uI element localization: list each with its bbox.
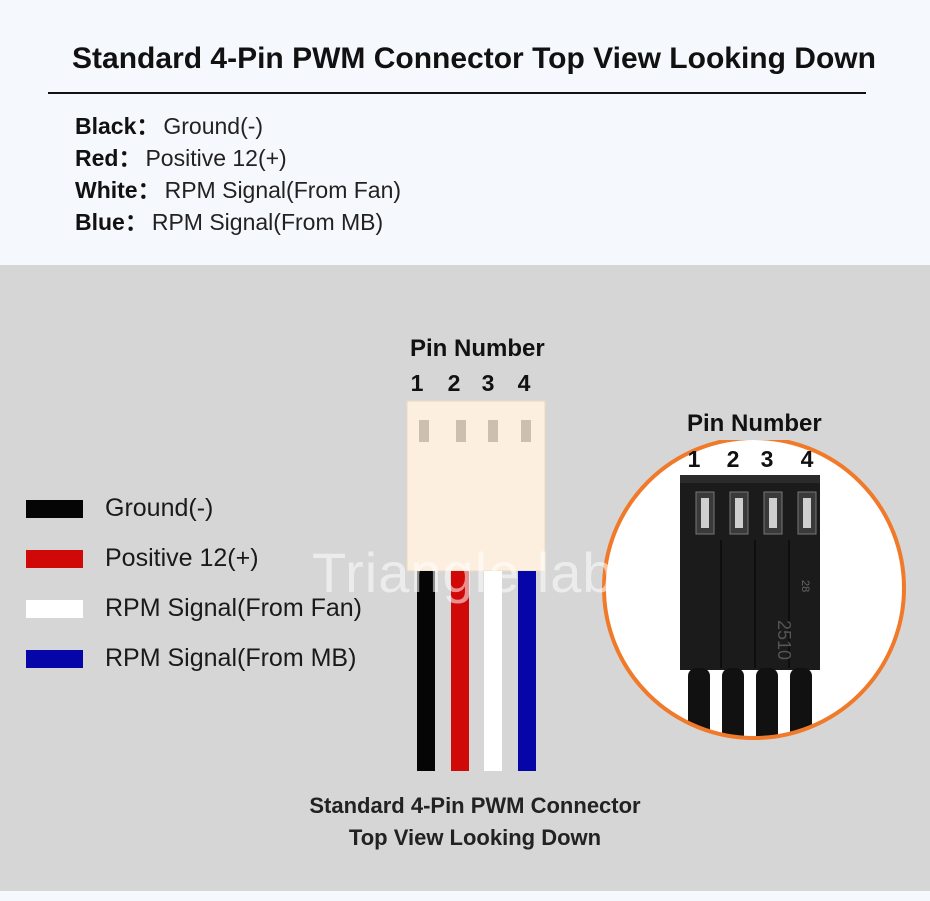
watermark: Triangle lab (312, 541, 615, 604)
legend-row-red: Red：Positive 12(+) (75, 142, 401, 174)
legend-desc: Positive 12(+) (145, 145, 287, 171)
bottom-edge (0, 891, 930, 901)
swatch-label: RPM Signal(From MB) (105, 644, 357, 672)
legend-separator: ： (136, 113, 160, 139)
wire-white (484, 571, 502, 771)
left-pin-heading: Pin Number (410, 335, 545, 362)
swatch-label: RPM Signal(From Fan) (105, 594, 362, 622)
cable (790, 668, 812, 738)
legend-row-black: Black：Ground(-) (75, 110, 401, 142)
legend-row-blue: Blue：RPM Signal(From MB) (75, 206, 401, 238)
swatch-row-rpm-fan: RPM Signal(From Fan) (26, 594, 362, 623)
wire-red (451, 571, 469, 771)
legend-desc: RPM Signal(From MB) (151, 209, 384, 235)
pin-number: 3 (760, 446, 774, 472)
caption-line: Top View Looking Down (348, 825, 602, 850)
swatch-label: Positive 12(+) (105, 544, 259, 572)
connector-marking: 2510 (774, 620, 794, 660)
left-connector (406, 400, 546, 771)
pin-number: 2 (726, 446, 740, 472)
legend-color-name: Black (75, 113, 137, 139)
legend-desc: RPM Signal(From Fan) (164, 177, 402, 203)
swatch-red (26, 549, 83, 568)
swatch-row-rpm-mb: RPM Signal(From MB) (26, 644, 356, 673)
legend-separator: ： (137, 177, 161, 203)
right-pin-heading: Pin Number (687, 410, 822, 437)
legend-color-name: Blue (75, 209, 125, 235)
wire-blue (518, 571, 536, 771)
legend-color-name: White (75, 177, 138, 203)
legend-separator: ： (118, 145, 142, 171)
pin-slot (488, 420, 498, 442)
info-panel: Standard 4-Pin PWM Connector Top View Lo… (0, 0, 930, 265)
page-title: Standard 4-Pin PWM Connector Top View Lo… (72, 42, 876, 75)
pin-slot (521, 420, 531, 442)
legend-row-white: White：RPM Signal(From Fan) (75, 174, 401, 206)
cable (688, 668, 710, 738)
swatch-white (26, 599, 83, 618)
swatch-row-positive: Positive 12(+) (26, 544, 259, 573)
wire-color-legend: Black：Ground(-) Red：Positive 12(+) White… (75, 110, 401, 238)
legend-color-name: Red (75, 145, 119, 171)
swatch-blue (26, 649, 83, 668)
pin-number: 2 (447, 370, 461, 396)
pin-number: 3 (481, 370, 495, 396)
pin-number: 1 (687, 446, 701, 472)
diagram-caption: Standard 4-Pin PWM Connector Top View Lo… (290, 790, 660, 854)
swatch-row-ground: Ground(-) (26, 494, 213, 523)
swatch-label: Ground(-) (105, 494, 214, 522)
right-connector-circle: 2510 28 (602, 440, 906, 740)
swatch-black (26, 499, 83, 518)
pin-slot (419, 420, 429, 442)
connector-small-marking: 28 (799, 580, 811, 592)
legend-desc: Ground(-) (163, 113, 264, 139)
pin-slot (456, 420, 466, 442)
title-underline (48, 92, 866, 94)
wire-black (417, 571, 435, 771)
legend-separator: ： (124, 209, 148, 235)
highlight-circle-ring (602, 440, 906, 740)
pin-number: 4 (800, 446, 814, 472)
caption-line: Standard 4-Pin PWM Connector (309, 793, 641, 818)
pin-number: 1 (410, 370, 424, 396)
pin-number: 4 (517, 370, 531, 396)
